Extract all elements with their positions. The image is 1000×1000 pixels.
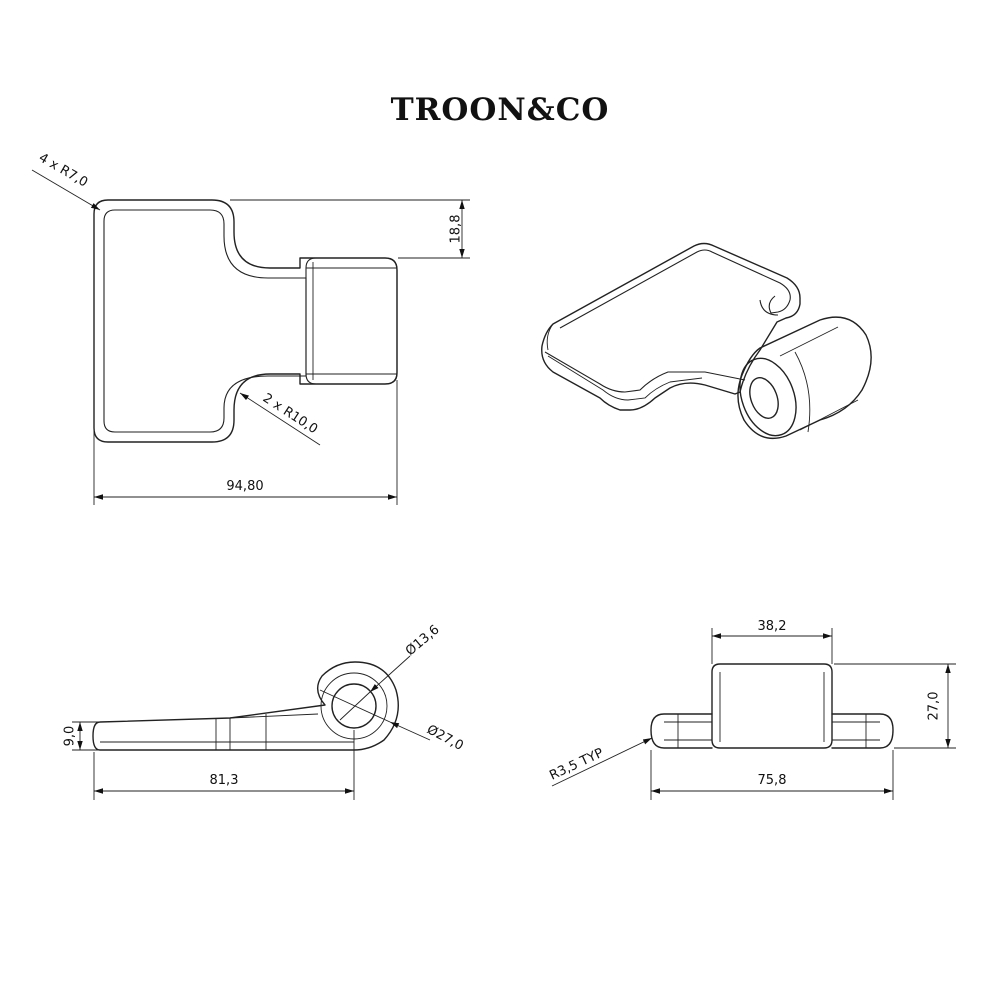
bore-diameter-label: Ø13,6 [403,622,443,659]
knuckle-top-edge [305,257,398,385]
top-view: 18,8 4 x R7,0 2 x R10,0 94,80 [31,150,470,505]
knuckle-height-label: 27,0 [927,692,942,721]
overall-width-label: 94,80 [226,479,263,494]
brand-logo: TROON&CO [390,92,610,128]
side-view-bore [331,683,377,729]
corner-radius-label: 4 x R7,0 [36,150,90,190]
isometric-bore [749,377,779,419]
flange-height-label: 18,8 [449,215,464,244]
thickness-label: 9,0 [63,726,78,747]
front-view-flanges [650,713,894,749]
outer-diameter-label: Ø27,0 [424,722,466,754]
top-view-inner-edge [103,209,307,433]
isometric-top-edge [544,249,791,393]
knuckle-width-label: 38,2 [758,619,787,634]
side-length-label: 81,3 [210,773,239,788]
side-view-outline [92,661,399,751]
front-view-knuckle [711,663,833,749]
top-view-outline [93,199,398,443]
isometric-view [541,242,872,440]
inner-radius-label: 2 x R10,0 [260,391,320,437]
side-view: Ø13,6 Ø27,0 9,0 81,3 [63,622,466,800]
front-view: 38,2 27,0 R3,5 TYP 75,8 [547,619,956,800]
isometric-outline [541,242,801,411]
total-width-label: 75,8 [758,773,787,788]
